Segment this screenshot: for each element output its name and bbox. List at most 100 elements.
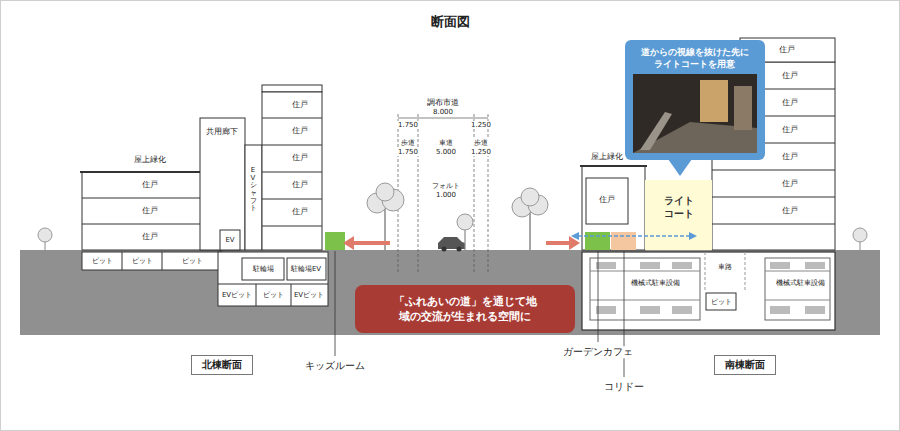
corridor-column: [200, 118, 245, 250]
message-callout: 「ふれあいの道」を通じて地域の交流が生まれる空間に: [355, 285, 575, 333]
driveway-edge: [745, 252, 746, 290]
low-wing: [582, 166, 645, 250]
dimension-value: 1.750: [397, 148, 419, 156]
room-label: EV: [224, 236, 235, 244]
floor-line: [712, 170, 835, 171]
sightline-arrow: [578, 235, 690, 237]
dimension-label: 歩道: [400, 139, 416, 147]
section-tag: 南棟断面: [714, 355, 776, 375]
room-label: 駐輪場EV: [290, 265, 322, 273]
floor-line: [712, 224, 835, 225]
dimension-label: 歩道: [473, 139, 489, 147]
pit-label: EVピット: [293, 291, 325, 299]
car-symbol: [596, 306, 616, 314]
photo-stair: [640, 112, 672, 150]
zone-label: ガーデンカフェ: [562, 346, 634, 358]
tree-canopy: [521, 188, 539, 206]
roof-label: 屋上緑化: [590, 152, 624, 161]
parking-equipment: [590, 258, 700, 320]
light-court-fill: [645, 180, 712, 250]
dimension-label: フォルト: [431, 182, 461, 190]
dimension-value: 1.250: [470, 121, 492, 129]
car-symbol: [596, 262, 616, 269]
parking-equipment: [765, 258, 830, 320]
room-label: 住戸: [781, 98, 799, 107]
flow-arrow: [546, 241, 570, 245]
room-label: 住戸: [291, 153, 309, 162]
parking-deck: [590, 271, 700, 272]
callout-shape: [625, 40, 765, 160]
parking-deck: [590, 300, 700, 301]
leader-line: [624, 251, 625, 377]
room-label: 住戸: [781, 71, 799, 80]
car-symbol: [672, 306, 692, 314]
tree-canopy: [376, 183, 394, 201]
light-court: ライトコート: [645, 180, 712, 250]
arrow-head: [689, 232, 697, 240]
tree-canopy: [457, 214, 473, 230]
floor-line: [712, 197, 835, 198]
room-label: 住戸: [141, 232, 159, 241]
room-label: 住戸: [141, 206, 159, 215]
car-wheel: [442, 247, 447, 252]
room-label: 住戸: [598, 195, 616, 204]
pit-divider: [291, 284, 292, 306]
dimension-line: [418, 114, 419, 272]
tree-canopy: [853, 228, 867, 242]
node-text: 南棟断面: [725, 358, 765, 372]
bike-ev: [287, 258, 326, 280]
diagram-title: 断面図: [431, 13, 470, 31]
south-basement: [582, 252, 835, 330]
pit-divider: [256, 284, 257, 306]
room-label: 駐輪場: [252, 265, 275, 273]
section-tag: 北棟断面: [191, 355, 253, 375]
pit-label: ピット: [91, 257, 114, 265]
parking-deck: [765, 300, 830, 301]
dimension-value: 1.250: [470, 148, 492, 156]
dimension-value: 1.000: [435, 191, 457, 199]
floor-line: [262, 172, 322, 173]
node-text: 道からの視線を抜けた先にライトコートを用意: [640, 46, 750, 70]
pit-box: [706, 293, 736, 310]
room-label: 住戸: [781, 206, 799, 215]
floor-line: [262, 145, 322, 146]
pit-label: ピット: [181, 257, 204, 265]
floor-line: [262, 199, 322, 200]
pit-label: ピット: [710, 298, 733, 306]
kids-room-zone: [325, 232, 345, 250]
parking-deck: [765, 271, 830, 272]
corridor-zone: [611, 232, 636, 250]
leader-line: [335, 251, 336, 356]
ev-shaft: [245, 145, 262, 250]
car-symbol: [770, 262, 790, 269]
node-text: 北棟断面: [202, 358, 242, 372]
dimension-label: 車道: [438, 139, 454, 147]
parked-cars: [596, 262, 825, 314]
tree-trunk: [529, 210, 531, 250]
road-name: 調布市道: [426, 98, 460, 107]
floor-line: [262, 118, 322, 119]
room-label: 住戸: [141, 180, 159, 189]
tree-canopy: [38, 228, 52, 242]
north-basement: [218, 252, 328, 306]
room-label: 住戸: [291, 126, 309, 135]
bike-room: [242, 258, 284, 280]
dimension-value: 8.000: [432, 108, 454, 116]
ground: [20, 250, 880, 335]
tall-wing: [262, 92, 322, 250]
dimension-line: [474, 114, 475, 272]
room-label: 住戸: [291, 100, 309, 109]
arrow-head: [571, 232, 579, 240]
room-label: 住戸: [781, 125, 799, 134]
car-symbol: [640, 262, 660, 269]
car-symbol: [438, 237, 465, 249]
car-symbol: [640, 306, 660, 314]
callout-pointer: [668, 159, 692, 176]
roof-structure: [262, 85, 322, 92]
arrow-head: [343, 236, 354, 250]
unit-box: [586, 178, 628, 224]
photo-wall: [734, 86, 752, 130]
pit-divider: [162, 252, 163, 270]
